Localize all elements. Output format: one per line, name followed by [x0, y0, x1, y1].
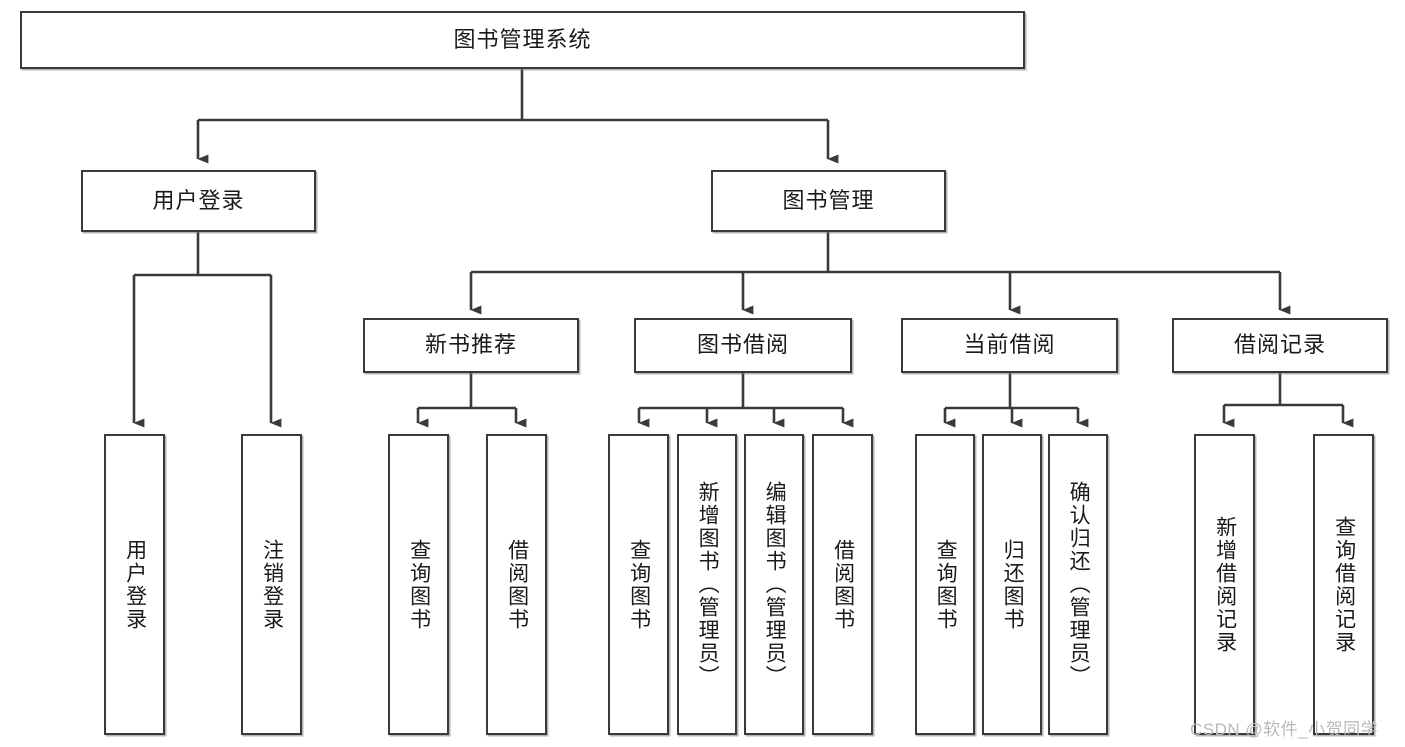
leaf-borrow-records-query-record[interactable]: 查询借阅记录 — [1313, 434, 1374, 735]
node-label: 借阅图书 — [831, 538, 855, 631]
node-new-book-recommend[interactable]: 新书推荐 — [363, 318, 579, 373]
node-book-borrow[interactable]: 图书借阅 — [634, 318, 852, 373]
node-label: 查询图书 — [627, 538, 651, 631]
node-label: 用户登录 — [123, 538, 147, 631]
watermark-csdn: CSDN @软件_小贺同学 — [1190, 715, 1378, 740]
node-borrow-records[interactable]: 借阅记录 — [1172, 318, 1388, 373]
node-label: 查询图书 — [407, 538, 431, 631]
node-label: 新增图书（管理员） — [696, 481, 720, 688]
node-label: 借阅记录 — [1233, 332, 1326, 358]
node-label: 确认归还（管理员） — [1067, 481, 1091, 688]
leaf-current-borrow-return-book[interactable]: 归还图书 — [982, 434, 1042, 735]
node-label: 新增借阅记录 — [1213, 515, 1237, 654]
leaf-user-login-login[interactable]: 用户登录 — [104, 434, 165, 735]
leaf-book-borrow-borrow-book[interactable]: 借阅图书 — [812, 434, 873, 735]
leaf-new-book-query-book[interactable]: 查询图书 — [388, 434, 449, 735]
leaf-borrow-records-add-record[interactable]: 新增借阅记录 — [1194, 434, 1255, 735]
leaf-book-borrow-edit-book-admin[interactable]: 编辑图书（管理员） — [744, 434, 804, 735]
node-label: 新书推荐 — [424, 332, 517, 358]
node-current-borrow[interactable]: 当前借阅 — [901, 318, 1118, 373]
node-root-book-management-system[interactable]: 图书管理系统 — [20, 11, 1025, 69]
leaf-current-borrow-confirm-return-admin[interactable]: 确认归还（管理员） — [1048, 434, 1108, 735]
node-user-login[interactable]: 用户登录 — [81, 170, 316, 232]
node-label: 注销登录 — [260, 538, 284, 631]
node-label: 查询借阅记录 — [1332, 515, 1356, 654]
node-label: 图书借阅 — [696, 332, 789, 358]
node-label: 编辑图书（管理员） — [763, 481, 787, 688]
node-label: 图书管理系统 — [453, 26, 592, 52]
leaf-new-book-borrow-book[interactable]: 借阅图书 — [486, 434, 547, 735]
node-label: 查询图书 — [934, 538, 958, 631]
node-label: 归还图书 — [1001, 538, 1025, 631]
leaf-user-login-logout[interactable]: 注销登录 — [241, 434, 302, 735]
leaf-current-borrow-query-book[interactable]: 查询图书 — [915, 434, 975, 735]
node-label: 用户登录 — [152, 187, 245, 213]
leaf-book-borrow-add-book-admin[interactable]: 新增图书（管理员） — [677, 434, 737, 735]
node-label: 借阅图书 — [505, 538, 529, 631]
node-book-management[interactable]: 图书管理 — [711, 170, 946, 232]
leaf-book-borrow-query-book[interactable]: 查询图书 — [608, 434, 669, 735]
node-label: 当前借阅 — [963, 332, 1056, 358]
watermark-text: CSDN @软件_小贺同学 — [1190, 720, 1379, 739]
node-label: 图书管理 — [782, 187, 875, 213]
